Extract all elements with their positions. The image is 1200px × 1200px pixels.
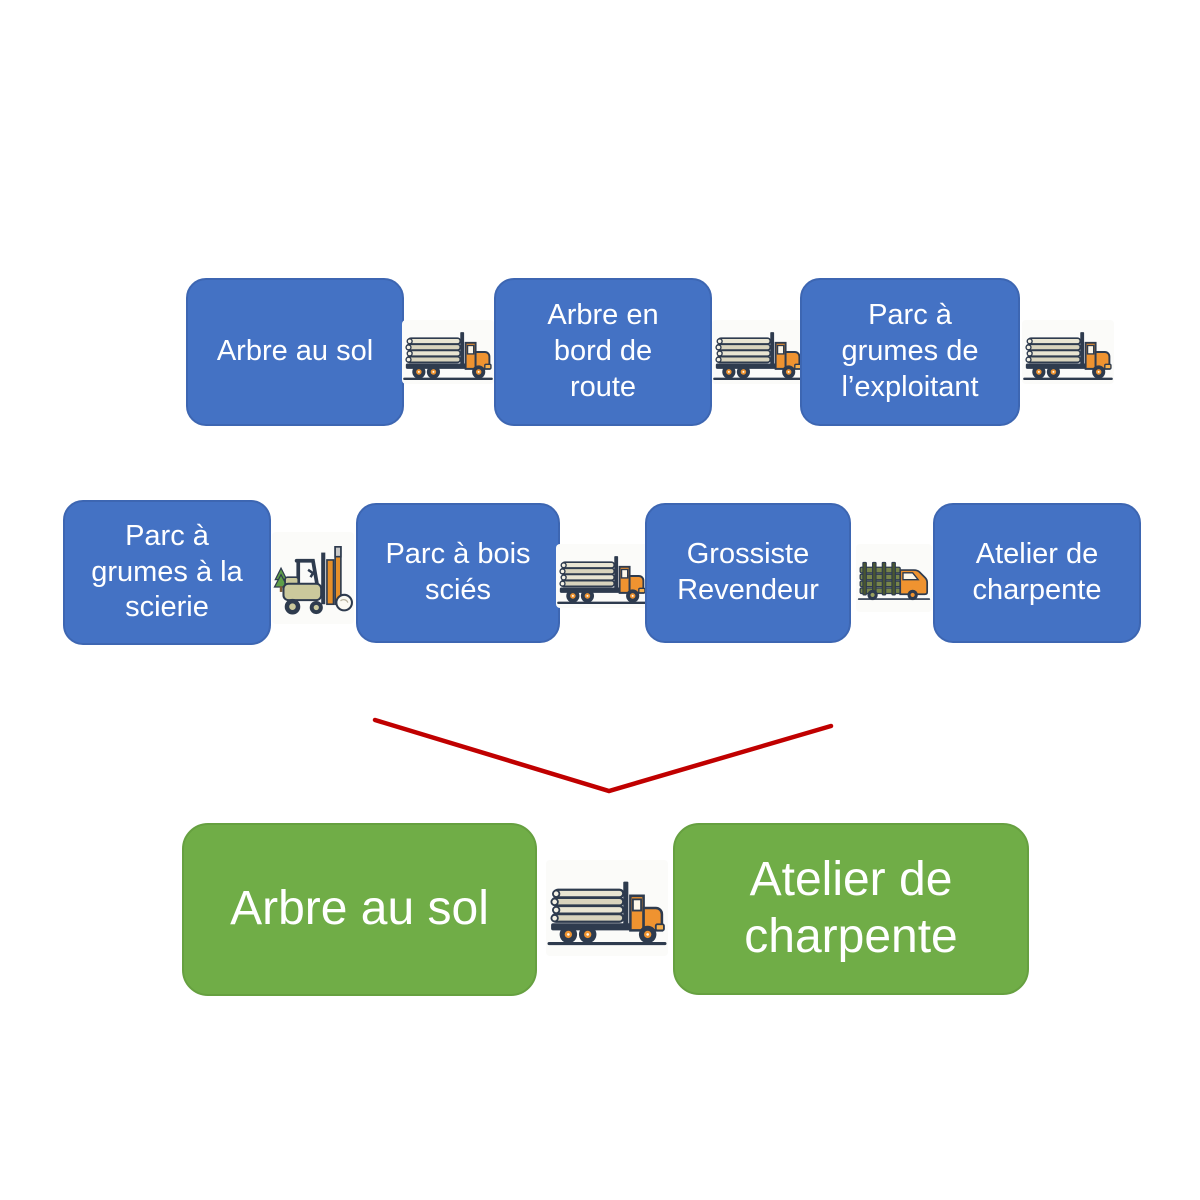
node-grossiste-revendeur: Grossiste Revendeur [645, 503, 851, 643]
delivery-truck-icon [856, 544, 932, 612]
node-arbre-au-sol: Arbre au sol [186, 278, 404, 426]
log-truck-icon [712, 320, 804, 384]
log-truck-icon [402, 320, 494, 384]
log-truck-icon [556, 544, 648, 608]
node-arbre-en-bord-de-route: Arbre en bord de route [494, 278, 712, 426]
node-atelier-de-charpente: Atelier de charpente [933, 503, 1141, 643]
forklift-icon [272, 532, 354, 624]
log-truck-icon [1022, 320, 1114, 384]
summary-node-arbre-au-sol: Arbre au sol [182, 823, 537, 996]
node-parc-a-grumes-a-la-scierie: Parc à grumes à la scierie [63, 500, 271, 645]
node-parc-a-grumes-de-exploitant: Parc à grumes de l’exploitant [800, 278, 1020, 426]
log-truck-icon [546, 860, 668, 956]
summary-node-atelier-de-charpente: Atelier de charpente [673, 823, 1029, 995]
node-parc-a-bois-scies: Parc à bois sciés [356, 503, 560, 643]
